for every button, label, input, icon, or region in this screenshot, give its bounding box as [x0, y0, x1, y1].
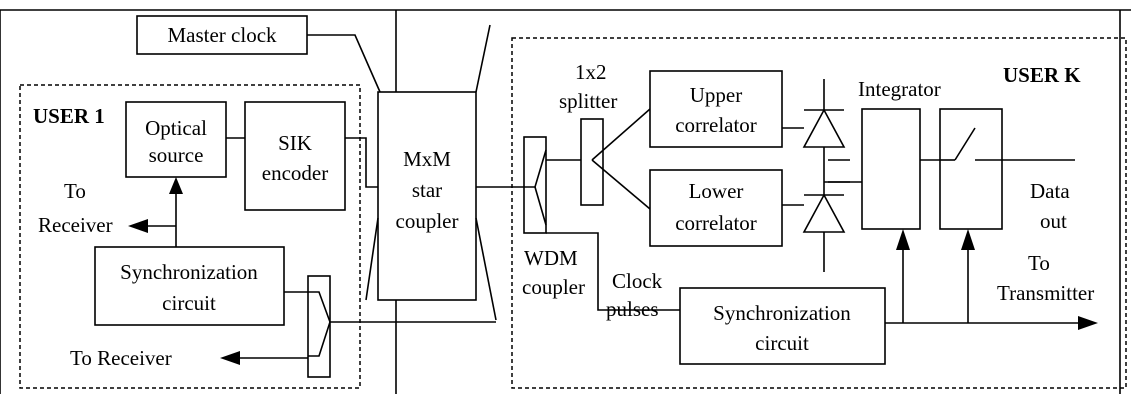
encoder-to-star-line: [345, 137, 378, 188]
to-transmitter-label-1: To: [1028, 251, 1050, 275]
star-coupler-label-1: MxM: [403, 147, 451, 171]
star-coupler-box: [377, 91, 477, 301]
sample-switch-box: [939, 108, 1003, 230]
clock-to-integrator-arrowhead: [896, 229, 910, 250]
data-out-label-2: out: [1040, 209, 1067, 233]
switch-blade: [954, 127, 976, 161]
clock-pulses-label-2: pulses: [606, 297, 659, 321]
sync-to-source-arrowhead: [169, 177, 183, 194]
data-out-label-1: Data: [1030, 179, 1070, 203]
to-receiver-upper-label-1: To: [64, 179, 86, 203]
upper-correlator-label-2: correlator: [675, 113, 757, 137]
wdm-label-2: coupler: [522, 275, 585, 299]
userk-region: [511, 37, 1127, 389]
sync-circuit-left-label-2: circuit: [162, 291, 216, 315]
upper-diode-triangle: [802, 108, 846, 148]
lower-correlator-box: [649, 169, 783, 247]
star-slant-right: [475, 217, 497, 321]
sync-circuit-right-label-2: circuit: [755, 331, 809, 355]
sync-circuit-right-label-1: Synchronization: [713, 301, 851, 325]
sik-encoder-label-2: encoder: [262, 161, 328, 185]
optical-source-label-1: Optical: [145, 116, 207, 140]
integrator-box: [861, 108, 921, 230]
sync-circuit-left-label-1: Synchronization: [120, 260, 258, 284]
wdm-fork-lower: [534, 186, 547, 226]
clock-pulses-label-1: Clock: [612, 269, 663, 293]
star-coupler-label-3: coupler: [396, 209, 459, 233]
clock-to-switch-arrowhead: [961, 229, 975, 250]
to-transmitter-label-2: Transmitter: [997, 281, 1094, 305]
splitter-label-2: splitter: [559, 89, 617, 113]
to-receiver-upper-arrowhead: [128, 219, 148, 233]
master-clock-box: [136, 15, 308, 55]
splitter-box: [580, 118, 604, 206]
lower-correlator-label-1: Lower: [689, 179, 744, 203]
sik-encoder-box: [244, 101, 346, 211]
to-receiver-upper-label-2: Receiver: [38, 213, 113, 237]
splitter-to-lower-line: [591, 159, 651, 210]
upper-correlator-label-1: Upper: [690, 83, 742, 107]
to-receiver-lower-label: To Receiver: [70, 346, 172, 370]
left-coupler-fork: [284, 291, 331, 357]
to-receiver-lower-arrowhead: [220, 351, 240, 365]
star-slant-top: [475, 24, 491, 93]
wdm-label-1: WDM: [524, 246, 578, 270]
userk-label: USER K: [1003, 63, 1081, 87]
sik-encoder-label-1: SIK: [278, 131, 312, 155]
star-slant-left: [365, 217, 379, 301]
splitter-label-1: 1x2: [575, 60, 607, 84]
user1-label: USER 1: [33, 104, 105, 128]
left-coupler-box: [307, 275, 331, 378]
splitter-to-upper-line: [591, 108, 651, 161]
integrator-label: Integrator: [858, 77, 941, 101]
upper-correlator-box: [649, 70, 783, 148]
sync-circuit-left-box: [94, 246, 285, 326]
lower-diode-triangle: [802, 193, 846, 233]
to-transmitter-arrowhead: [1078, 316, 1098, 330]
wdm-to-sync-right-line: [546, 232, 680, 311]
sync-circuit-right-box: [679, 287, 886, 365]
optical-source-label-2: source: [149, 143, 204, 167]
master-clock-line: [307, 34, 381, 93]
master-clock-label: Master clock: [167, 23, 277, 47]
star-coupler-label-2: star: [412, 178, 442, 202]
user1-region: [19, 84, 361, 389]
lower-correlator-label-2: correlator: [675, 211, 757, 235]
